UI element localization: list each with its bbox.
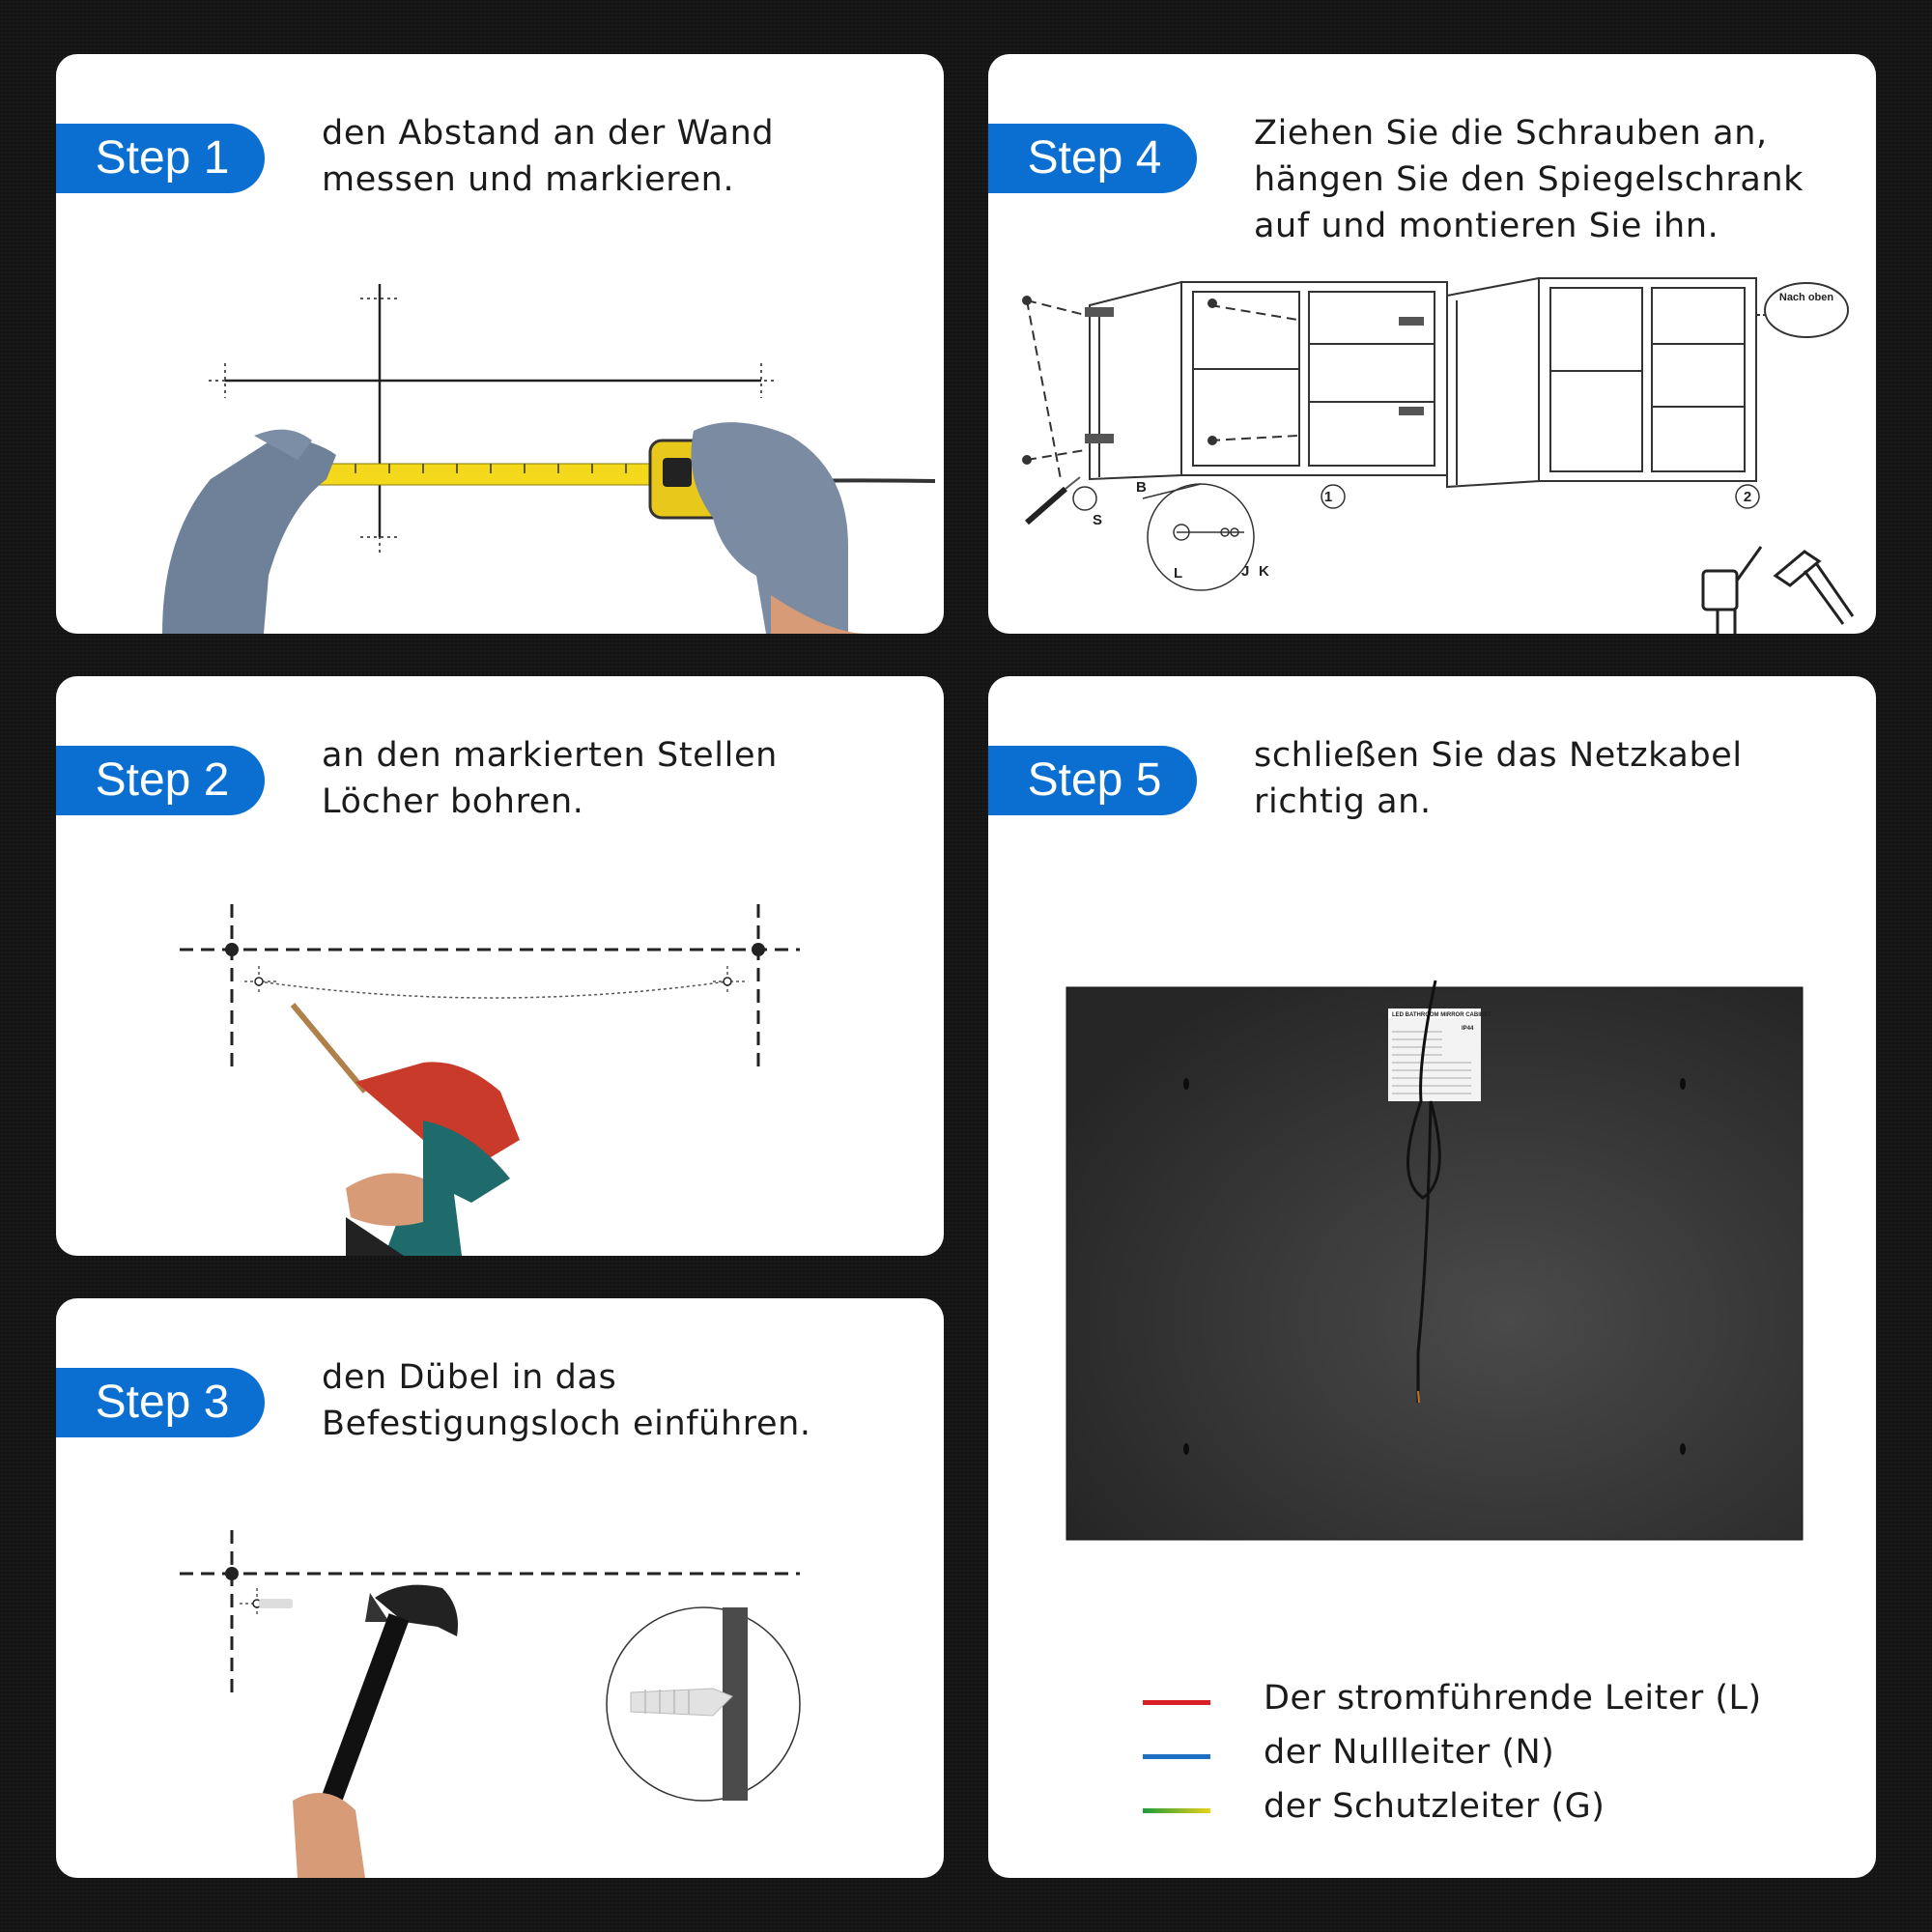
step-2-card: Step 2 an den markierten Stellen Löcher … (56, 676, 944, 1256)
step-1-badge: Step 1 (56, 124, 265, 193)
legend-label-live: Der stromführende Leiter (L) (1264, 1679, 1762, 1718)
step-2-illustration (180, 904, 800, 1256)
step-4-card: Step 4 Ziehen Sie die Schrauben an, häng… (988, 54, 1876, 634)
left-glove-hand (162, 429, 336, 634)
legend-line-blue (1143, 1754, 1210, 1759)
cabinet-back-panel: LED BATHROOM MIRROR CABINET IP44 (1065, 980, 1804, 1541)
step-1-card: Step 1 den Abstand an der Wand messen un… (56, 54, 944, 634)
legend-label-neutral: der Nullleiter (N) (1264, 1733, 1555, 1772)
step-3-card: Step 3 den Dübel in das Befestigungsloch… (56, 1298, 944, 1878)
step-4-badge: Step 4 (988, 124, 1197, 193)
power-cable (1406, 980, 1441, 1403)
step-5-badge: Step 5 (988, 746, 1197, 815)
cabinet-figure-2 (1446, 276, 1849, 489)
cabinet-figure-1 (1089, 280, 1448, 481)
step-3-badge: Step 3 (56, 1368, 265, 1437)
legend-line-red (1143, 1700, 1210, 1705)
label-l: L (1174, 565, 1182, 582)
mounting-holes (1183, 1078, 1686, 1455)
step-5-description: schließen Sie das Netzkabel richtig an. (1254, 736, 1743, 821)
drill-icon (290, 1003, 520, 1256)
legend-line-green-yellow (1143, 1808, 1210, 1813)
screws-figure-1 (1026, 299, 1298, 480)
legend-label-ground: der Schutzleiter (G) (1264, 1787, 1605, 1826)
product-label: LED BATHROOM MIRROR CABINET IP44 (1388, 1009, 1492, 1101)
wall-plug-icon (1085, 307, 1424, 443)
label-j: J (1241, 563, 1249, 580)
label-rating: IP44 (1462, 1026, 1474, 1032)
hammer-icon (293, 1584, 458, 1878)
right-glove-hand (691, 422, 867, 634)
label-title: LED BATHROOM MIRROR CABINET (1392, 1012, 1492, 1018)
step-3-description: den Dübel in das Befestigungsloch einfüh… (322, 1358, 811, 1443)
label-s: S (1093, 512, 1102, 528)
measurement-marks (209, 284, 777, 554)
step-2-badge: Step 2 (56, 746, 265, 815)
wall-plug-icon (606, 1606, 801, 1802)
screwdriver-icon (1025, 476, 1081, 526)
step-3-illustration (180, 1530, 801, 1878)
step-1-illustration (162, 284, 936, 634)
hammer-icon (1773, 550, 1855, 625)
step-2-description: an den markierten Stellen Löcher bohren. (322, 736, 778, 821)
power-drill-icon (1701, 546, 1763, 634)
figure-number-2: 2 (1744, 489, 1751, 505)
step-4-description: Ziehen Sie die Schrauben an, hängen Sie … (1254, 114, 1804, 245)
step-4-assembly-diagram: B S L J K 1 2 Nach oben (1022, 276, 1855, 634)
step-5-card: Step 5 schließen Sie das Netzkabel richt… (988, 676, 1876, 1878)
part-labels: B S L J K 1 2 (1093, 479, 1751, 582)
drill-guide-lines (180, 904, 800, 1067)
step-1-description: den Abstand an der Wand messen und marki… (322, 114, 775, 199)
detail-callout (1072, 483, 1346, 591)
figure-number-1: 1 (1324, 489, 1332, 505)
callout-nach-oben: Nach oben (1779, 292, 1834, 303)
label-b: B (1136, 479, 1147, 496)
label-k: K (1259, 563, 1269, 580)
